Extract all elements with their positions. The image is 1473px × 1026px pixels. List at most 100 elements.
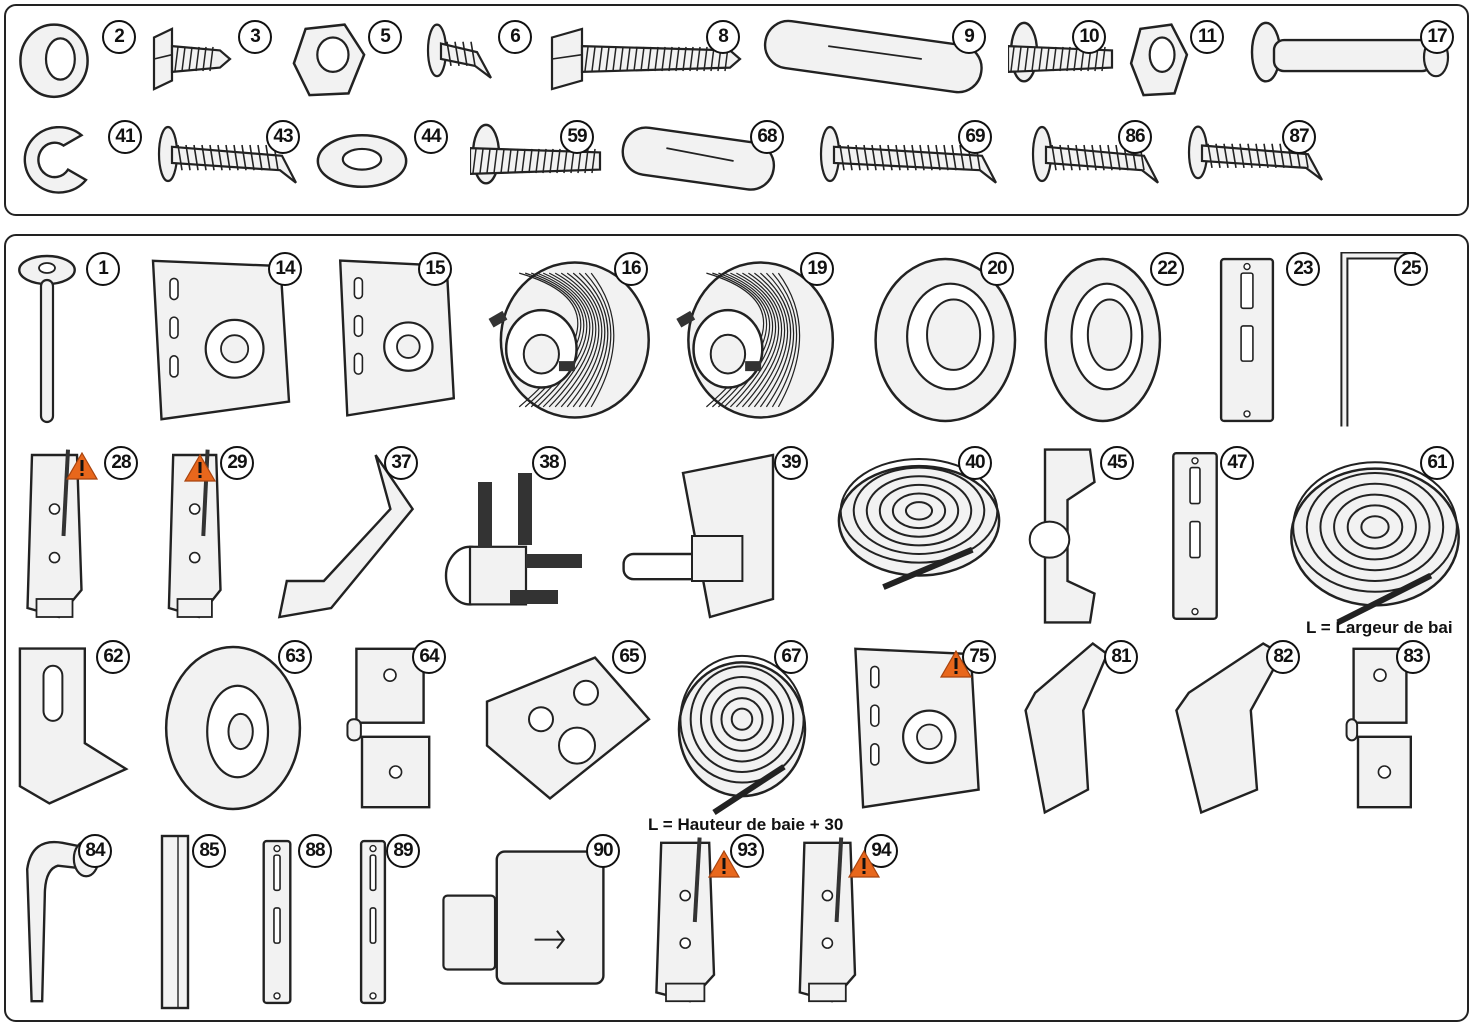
part-number-badge: 81: [1104, 640, 1138, 674]
part-number-badge: 63: [278, 640, 312, 674]
bottom-bracket-illustration: [14, 446, 104, 631]
part-number-badge: 11: [1190, 20, 1224, 54]
angle-plate-illustration: [14, 640, 132, 817]
part-number-badge: 10: [1072, 20, 1106, 54]
hinge-illustration: [1336, 640, 1424, 821]
part-number-badge: 65: [612, 640, 646, 674]
strike-plate-long-illustration: [356, 834, 390, 1015]
flange-ring-illustration: [854, 252, 1020, 433]
bearing-bracket-illustration: [326, 252, 468, 429]
sheet-screw-illustration: [1030, 118, 1162, 213]
sheet-screw-illustration: [1186, 118, 1326, 209]
part-number-badge: 59: [560, 120, 594, 154]
part-number-badge: 61: [1420, 446, 1454, 480]
height-note: L = Hauteur de baie + 30: [648, 815, 844, 834]
part-number-badge: 3: [238, 20, 272, 54]
part-number-badge: 40: [958, 446, 992, 480]
part-number-badge: 8: [706, 20, 740, 54]
bolt-long-illustration: [548, 16, 744, 107]
square-bar-illustration: [160, 834, 190, 1015]
wheel-illustration: [154, 640, 306, 821]
part-number-badge: 15: [418, 252, 452, 286]
part-number-badge: 20: [980, 252, 1014, 286]
wood-screw-illustration: [818, 118, 1000, 213]
bottom-bracket-illustration: [156, 446, 242, 631]
lag-screw-illustration: [156, 118, 300, 213]
drum-illustration: [478, 252, 654, 433]
part-number-badge: 86: [1118, 120, 1152, 154]
part-number-badge: 14: [268, 252, 302, 286]
part-number-badge: 69: [958, 120, 992, 154]
strut-illustration: [272, 446, 420, 631]
drum-illustration: [666, 252, 838, 433]
end-bracket-illustration: [840, 640, 994, 821]
profile-illustration: [1164, 640, 1288, 821]
strap-illustration: [1164, 446, 1226, 631]
screw-hex-illustration: [150, 16, 234, 107]
warning-triangle-icon: [183, 453, 217, 487]
angle-rail-illustration: [1336, 251, 1420, 435]
part-number-badge: 16: [614, 252, 648, 286]
carriage-bolt-illustration: [468, 118, 604, 209]
part-number-badge: 28: [104, 446, 138, 480]
cable-illustration: [830, 446, 1008, 631]
part-number-badge: 68: [750, 120, 784, 154]
ring-illustration: [14, 16, 94, 107]
part-number-badge: 82: [1266, 640, 1300, 674]
part-number-badge: 6: [498, 20, 532, 54]
part-number-badge: 83: [1396, 640, 1430, 674]
plate-box-illustration: [478, 640, 658, 821]
spring-coil-illustration: [672, 640, 812, 821]
part-number-badge: 38: [532, 446, 566, 480]
part-number-badge: 37: [384, 446, 418, 480]
part-number-badge: 87: [1282, 120, 1316, 154]
sleeve-anchor-illustration: [1246, 16, 1454, 107]
part-number-badge: 19: [800, 252, 834, 286]
profile-illustration: [1016, 640, 1112, 821]
part-number-badge: 44: [414, 120, 448, 154]
part-number-badge: 85: [192, 834, 226, 868]
part-number-badge: 41: [108, 120, 142, 154]
cap-illustration: [1028, 252, 1164, 433]
part-number-badge: 25: [1394, 252, 1428, 286]
plug-illustration: [616, 118, 784, 209]
screw-flat-illustration: [425, 16, 495, 107]
part-number-badge: 9: [952, 20, 986, 54]
nut-illustration: [290, 16, 368, 107]
warning-triangle-icon: [939, 649, 973, 683]
anchor-long-illustration: [758, 16, 992, 107]
part-number-badge: 22: [1150, 252, 1184, 286]
c-clip-illustration: [14, 118, 104, 209]
part-number-badge: 93: [730, 834, 764, 868]
part-number-badge: 17: [1420, 20, 1454, 54]
warning-triangle-icon: [847, 849, 881, 883]
spring-bracket-illustration: [136, 252, 306, 433]
part-number-badge: 1: [86, 252, 120, 286]
width-note: L = Largeur de bai: [1306, 618, 1453, 637]
part-number-badge: 23: [1286, 252, 1320, 286]
part-number-badge: 2: [102, 20, 136, 54]
part-number-badge: 5: [368, 20, 402, 54]
part-number-badge: 39: [774, 446, 808, 480]
latch-illustration: [620, 446, 800, 631]
part-number-badge: 88: [298, 834, 332, 868]
roller-illustration: [14, 252, 80, 433]
part-number-badge: 47: [1220, 446, 1254, 480]
clip-bracket-illustration: [1018, 446, 1108, 631]
lock-box-illustration: [440, 834, 612, 1015]
part-number-badge: 75: [962, 640, 996, 674]
warning-triangle-icon: [707, 849, 741, 883]
spring-coil-illustration: [1282, 446, 1468, 631]
part-number-badge: 29: [220, 446, 254, 480]
part-number-badge: 67: [774, 640, 808, 674]
hinge-plate-illustration: [1210, 252, 1284, 433]
part-number-badge: 45: [1100, 446, 1134, 480]
part-number-badge: 90: [586, 834, 620, 868]
part-number-badge: 89: [386, 834, 420, 868]
warning-triangle-icon: [65, 451, 99, 485]
part-number-badge: 43: [266, 120, 300, 154]
part-number-badge: 84: [78, 834, 112, 868]
locknut-illustration: [1128, 16, 1190, 107]
part-number-badge: 64: [412, 640, 446, 674]
part-number-badge: 62: [96, 640, 130, 674]
